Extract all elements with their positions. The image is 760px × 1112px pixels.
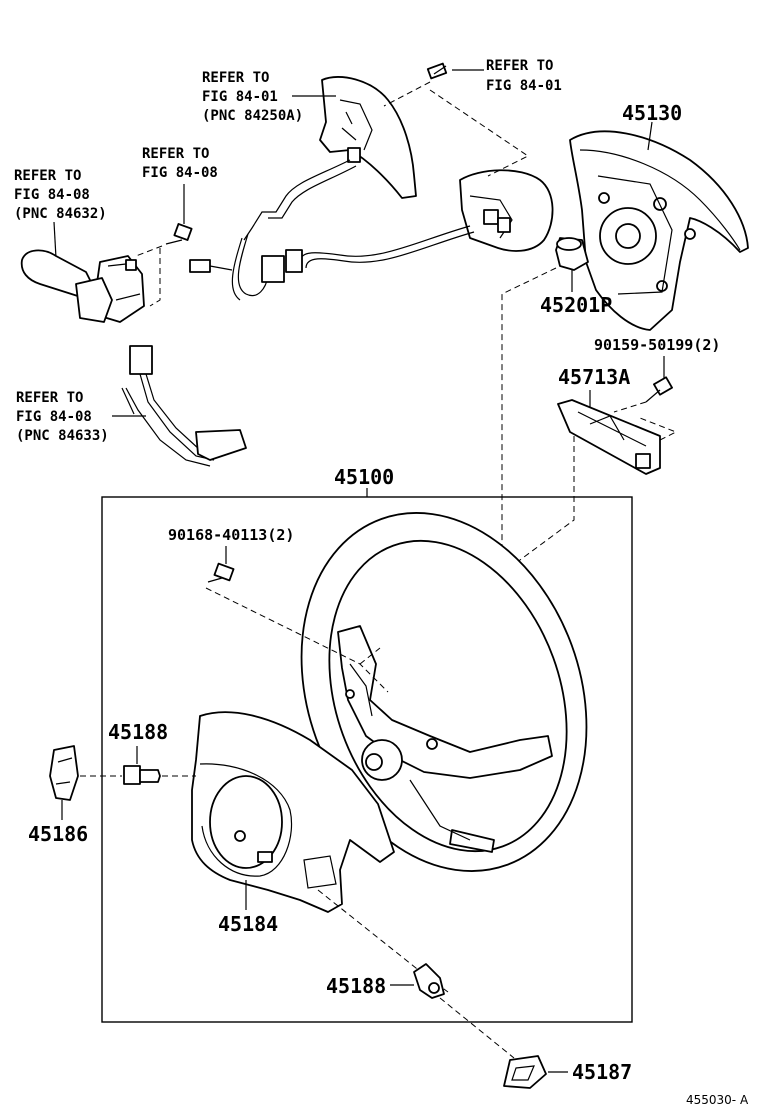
bolt-90159 xyxy=(645,376,673,403)
ref-fig8408-b-line3: (PNC 84632) xyxy=(14,206,107,222)
spiral-cable-assembly xyxy=(189,76,554,301)
switch-harness xyxy=(121,345,247,467)
ref-fig8401-top-line1: REFER TO xyxy=(486,58,553,74)
ref-fig8408-b-line1: REFER TO xyxy=(14,168,81,184)
screw-fig8401 xyxy=(426,62,448,80)
steering-wheel-45100 xyxy=(300,512,588,872)
screw-90168 xyxy=(207,562,235,583)
label-45186: 45186 xyxy=(28,822,88,846)
pad-45187 xyxy=(503,1055,547,1089)
cover-45713a xyxy=(557,399,661,475)
label-45130: 45130 xyxy=(622,101,682,125)
illustration-code: 455030- A xyxy=(686,1093,749,1107)
label-45100: 45100 xyxy=(334,465,394,489)
ref-fig8408-c-line3: (PNC 84633) xyxy=(16,428,109,444)
ref-fig8408-c-line2: FIG 84-08 xyxy=(16,409,92,425)
ref-fig8401-left-line3: (PNC 84250A) xyxy=(202,108,303,124)
horn-pad-45130 xyxy=(569,130,749,331)
label-45713a: 45713A xyxy=(558,365,630,389)
label-90159: 90159-50199(2) xyxy=(594,336,720,354)
ref-fig8401-top-line2: FIG 84-01 xyxy=(486,78,562,94)
ref-fig8401-left-line2: FIG 84-01 xyxy=(202,89,278,105)
ref-fig8408-a-line1: REFER TO xyxy=(142,146,209,162)
bushing-45201p xyxy=(555,237,589,271)
label-45187: 45187 xyxy=(572,1060,632,1084)
label-90168: 90168-40113(2) xyxy=(168,526,294,544)
ref-fig8408-a-line2: FIG 84-08 xyxy=(142,165,218,181)
clip-45186 xyxy=(49,745,79,801)
combination-switch xyxy=(20,249,145,323)
screw-fig8408 xyxy=(165,223,193,245)
label-45201p: 45201P xyxy=(540,293,612,317)
label-45184: 45184 xyxy=(218,912,278,936)
ref-fig8401-left-line1: REFER TO xyxy=(202,70,269,86)
lower-cover-45184 xyxy=(191,711,395,913)
ref-fig8408-c-line1: REFER TO xyxy=(16,390,83,406)
bolt-45188-top xyxy=(123,765,161,785)
label-45188-top: 45188 xyxy=(108,720,168,744)
label-45188-bottom: 45188 xyxy=(326,974,386,998)
ref-fig8408-b-line2: FIG 84-08 xyxy=(14,187,90,203)
bolt-45188-bottom xyxy=(413,963,445,999)
